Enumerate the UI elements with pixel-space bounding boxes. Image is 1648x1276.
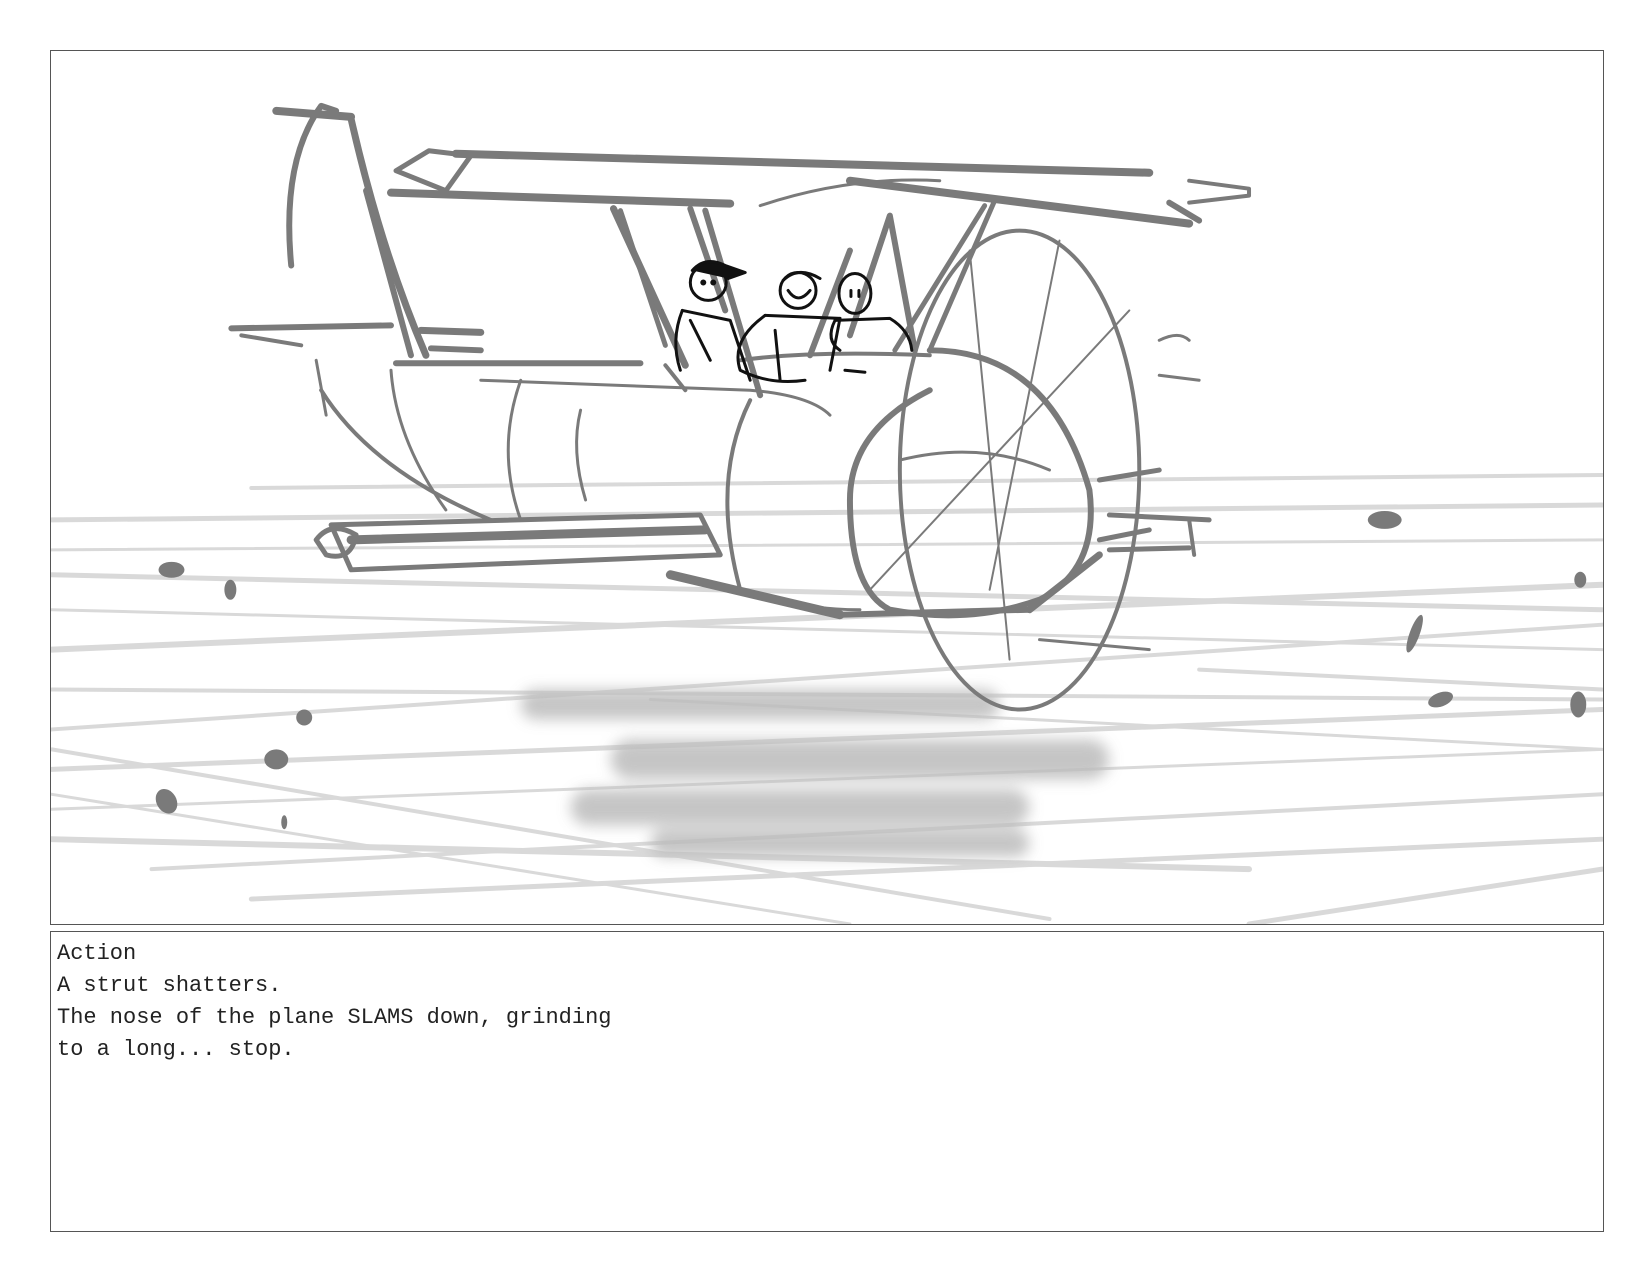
biplane-sketch-icon bbox=[51, 102, 1603, 924]
notes-line: The nose of the plane SLAMS down, grindi… bbox=[57, 1005, 612, 1030]
storyboard-panel bbox=[50, 50, 1604, 925]
airplane bbox=[228, 102, 1252, 712]
motion-streaks bbox=[51, 473, 1603, 924]
debris bbox=[155, 510, 1587, 830]
action-notes: Action A strut shatters. The nose of the… bbox=[50, 931, 1604, 1232]
plane-shadow bbox=[520, 689, 1110, 858]
pilots bbox=[674, 260, 914, 383]
notes-line: to a long... stop. bbox=[57, 1037, 295, 1062]
notes-heading: Action bbox=[57, 941, 137, 966]
notes-line: A strut shatters. bbox=[57, 973, 282, 998]
